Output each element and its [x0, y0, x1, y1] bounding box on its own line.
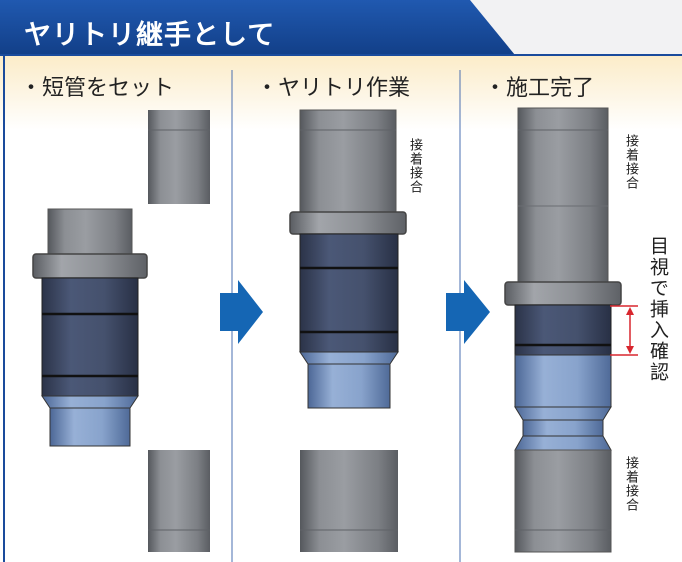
- title-bar: [0, 0, 515, 55]
- step3-illustration: [504, 107, 638, 553]
- adhesive-label-step2: 接着接合: [407, 138, 422, 194]
- step3-lower-pipe: [514, 449, 612, 553]
- visual-check-label: 目視で挿入確認: [647, 236, 669, 383]
- step2-spigot: [307, 363, 391, 409]
- arrow-right-1: [220, 280, 263, 344]
- adhesive-label-step3-bottom: 接着接合: [623, 456, 638, 512]
- step3-fitting-body: [514, 354, 612, 408]
- step-label-work: ・ヤリトリ作業: [256, 76, 411, 101]
- step3-sleeve: [514, 304, 612, 356]
- step1-pipe-stub: [47, 208, 133, 258]
- adhesive-label-step3-top: 接着接合: [623, 134, 638, 190]
- step1-sleeve: [41, 277, 139, 397]
- step1-collar: [32, 253, 148, 279]
- step1-spigot: [49, 407, 131, 447]
- step-label-set: ・短管をセット: [20, 76, 175, 101]
- step2-illustration: [289, 109, 407, 552]
- step3-collar: [504, 281, 622, 306]
- step2-lower-pipe: [300, 450, 398, 552]
- step-label-complete: ・施工完了: [484, 76, 595, 101]
- step1-lower-pipe: [148, 450, 210, 552]
- step2-sleeve: [299, 233, 399, 353]
- step1-upper-pipe: [148, 110, 210, 204]
- step2-collar: [289, 211, 407, 235]
- insertion-depth-marker: [610, 305, 638, 356]
- step3-upper-pipe: [517, 107, 609, 285]
- step2-upper-pipe: [299, 109, 397, 215]
- page-title: ヤリトリ継手として: [24, 20, 276, 51]
- step1-illustration: [32, 110, 210, 552]
- arrow-right-2: [446, 280, 490, 344]
